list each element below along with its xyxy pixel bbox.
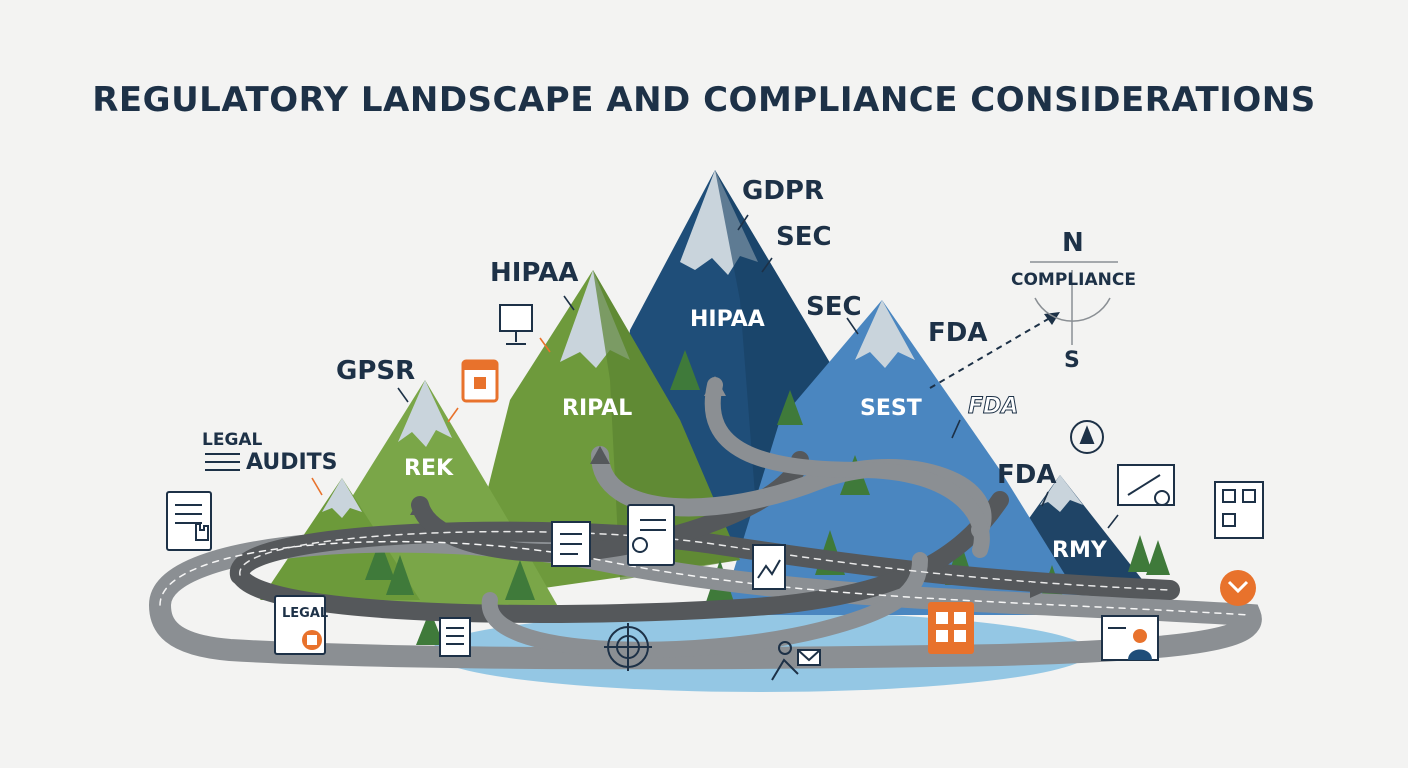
checklist-orange-icon [928, 602, 974, 654]
label-sec-top: SEC [776, 222, 832, 252]
compass-icon [1030, 261, 1118, 345]
label-gdpr: GDPR [742, 176, 824, 206]
gear-icon [1070, 420, 1104, 454]
label-hipaa-left: HIPAA [490, 258, 579, 288]
legal-document-label: LEGAL [282, 606, 329, 621]
report-icon [752, 544, 786, 590]
road-arrow-2 [704, 376, 726, 396]
road-arrow-4 [1030, 582, 1048, 598]
mountain-label-hipaa: HIPAA [690, 307, 765, 332]
compass-arrow [929, 314, 1056, 389]
road-arrow-1 [410, 497, 430, 515]
compass-south: S [1064, 348, 1080, 373]
road-network [148, 377, 1262, 670]
pointer-lines [397, 214, 1119, 529]
screen-person-icon [1101, 615, 1159, 661]
document-hand-icon [166, 491, 212, 551]
workflow-icon [1117, 464, 1175, 506]
label-gpsr: GPSR [336, 356, 416, 386]
legal-document-icon [274, 595, 326, 655]
mountain-label-ripal: RIPAL [562, 396, 633, 421]
mountain-label-rmy: RMY [1052, 538, 1107, 563]
checklist-icon [627, 504, 675, 566]
collapse-button-icon [1220, 570, 1256, 606]
monitor-icon [499, 304, 533, 345]
mountain-label-sest: SEST [860, 396, 922, 421]
page-title: REGULATORY LANDSCAPE AND COMPLIANCE CONS… [92, 80, 1316, 120]
compass-label: COMPLIANCE [1011, 270, 1136, 290]
road-arrow-3 [590, 446, 610, 464]
label-sec-right: SEC [806, 292, 862, 322]
mountain-label-rek: REK [404, 456, 454, 481]
target-icon [604, 623, 652, 671]
compass-north: N [1062, 228, 1084, 258]
person-mail-icon [771, 641, 821, 681]
label-fda-mid: FDA [928, 318, 988, 348]
orange-pointer-lines [311, 337, 551, 496]
calendar-icon [461, 359, 499, 403]
label-fda-low: FDA [997, 460, 1057, 490]
mountain-sest [720, 300, 1090, 615]
contract-icon [551, 521, 591, 567]
fda-logo-text: FDA [967, 394, 1019, 420]
qr-code-icon [1214, 481, 1264, 539]
label-audits: AUDITS [246, 450, 338, 475]
legal-list-icon [205, 453, 240, 471]
label-legal: LEGAL [202, 430, 263, 450]
paper-stack-icon [439, 617, 471, 657]
